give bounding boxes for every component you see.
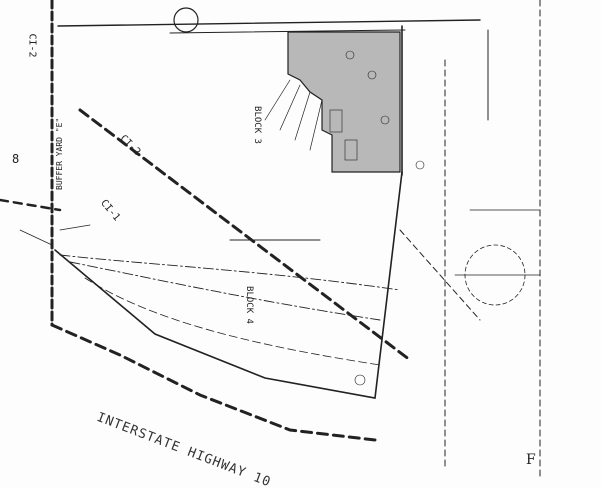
zoning-line-ci <box>78 108 412 362</box>
shaded-lot-area <box>287 31 401 173</box>
buffer-yard-label: BUFFER YARD "E" <box>55 117 64 190</box>
cul-de-sac <box>173 7 199 33</box>
top-road-line <box>57 19 481 27</box>
highway-row-dashed <box>50 323 377 442</box>
block-3-label: BLOCK 3 <box>251 106 262 144</box>
marker-8: 8 <box>12 152 20 166</box>
zoning-label-ci2-top: CI-2 <box>26 33 38 58</box>
corner-marker: F <box>526 452 536 468</box>
block-4-label: BLOCK 4 <box>243 286 254 324</box>
block-4-boundary <box>54 171 403 399</box>
